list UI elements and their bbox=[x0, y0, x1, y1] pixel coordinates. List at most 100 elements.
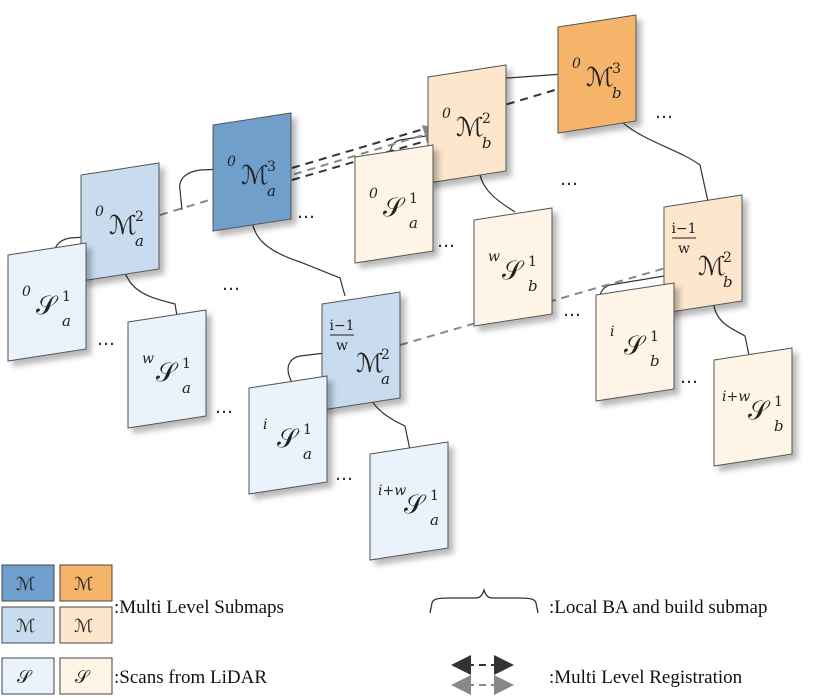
node-superscript: 2 bbox=[723, 250, 732, 266]
node-symbol: 𝒮 bbox=[624, 331, 647, 361]
node-card bbox=[248, 375, 328, 495]
node-symbol: ℳ bbox=[356, 349, 384, 379]
legend-registration-label: :Multi Level Registration bbox=[549, 667, 743, 688]
node-card bbox=[663, 194, 743, 314]
node-superscript: 1 bbox=[774, 394, 783, 410]
node-card bbox=[713, 347, 793, 467]
node-superscript: 2 bbox=[135, 209, 144, 225]
node-symbol: 𝒮 bbox=[383, 193, 406, 223]
node-card bbox=[557, 14, 637, 134]
node-superscript: 1 bbox=[409, 191, 418, 207]
ellipsis: … bbox=[680, 367, 700, 388]
node-subscript: b bbox=[723, 273, 733, 291]
node-subscript: b bbox=[650, 352, 660, 370]
node-superscript: 1 bbox=[303, 422, 312, 438]
legend-swatch-orange-light bbox=[59, 657, 113, 695]
legend-swatch-orange-dark bbox=[59, 564, 113, 602]
node-card bbox=[127, 309, 207, 429]
node-superscript: 1 bbox=[430, 488, 439, 504]
reg-arrow-a2-b2 bbox=[159, 125, 444, 216]
node-card bbox=[369, 441, 449, 561]
node-prefix-numerator: i−1 bbox=[671, 221, 696, 237]
node-symbol: ℳ bbox=[698, 252, 726, 282]
node-subscript: a bbox=[267, 182, 276, 200]
ellipsis: … bbox=[437, 231, 457, 252]
node-superscript: 1 bbox=[650, 329, 659, 345]
node-subscript: b bbox=[774, 417, 784, 435]
node-subscript: a bbox=[430, 511, 439, 529]
node-prefix: i+w bbox=[378, 483, 406, 499]
node-symbol: 𝒮 bbox=[277, 424, 300, 454]
legend-swatch-blue-dark bbox=[1, 564, 55, 602]
node-card bbox=[595, 282, 675, 402]
node-subscript: a bbox=[381, 370, 390, 388]
legend-submaps-label: :Multi Level Submaps bbox=[114, 597, 284, 618]
node-symbol: 𝒮 bbox=[156, 358, 179, 388]
node-symbol: ℳ bbox=[109, 211, 137, 241]
legend-s-symbol: 𝒮 bbox=[17, 667, 33, 688]
node-card bbox=[321, 291, 401, 411]
node-subscript: a bbox=[409, 214, 418, 232]
node-subscript: a bbox=[182, 379, 191, 397]
legend-m-symbol: ℳ bbox=[16, 574, 35, 595]
node-superscript: 3 bbox=[267, 159, 276, 175]
legend-scans-label: :Scans from LiDAR bbox=[114, 667, 267, 688]
legend-m-symbol: ℳ bbox=[74, 574, 93, 595]
node-prefix: 0 bbox=[572, 56, 581, 72]
legend-m-symbol: ℳ bbox=[74, 616, 93, 637]
node-card bbox=[473, 207, 553, 327]
node-card bbox=[354, 144, 434, 264]
node-prefix: i+w bbox=[722, 389, 750, 405]
ellipsis: … bbox=[222, 274, 242, 295]
node-card bbox=[7, 242, 87, 362]
legend-s-symbol: 𝒮 bbox=[75, 667, 91, 688]
node-prefix: i bbox=[263, 417, 267, 433]
node-subscript: b bbox=[482, 134, 492, 152]
ellipsis: … bbox=[97, 329, 117, 350]
ellipsis: … bbox=[297, 202, 317, 223]
node-prefix-denominator: w bbox=[678, 241, 690, 257]
node-symbol: 𝒮 bbox=[748, 396, 771, 426]
node-subscript: b bbox=[612, 84, 622, 102]
ellipsis: … bbox=[215, 397, 235, 418]
node-card bbox=[212, 112, 292, 232]
legend-brace-icon bbox=[429, 587, 539, 614]
ellipsis: … bbox=[655, 102, 675, 123]
node-prefix: i bbox=[610, 324, 614, 340]
node-prefix-numerator: i−1 bbox=[329, 318, 354, 334]
node-superscript: 2 bbox=[381, 347, 390, 363]
legend-swatch-orange-mid bbox=[59, 606, 113, 644]
node-prefix: 0 bbox=[227, 154, 236, 170]
node-prefix: 0 bbox=[442, 106, 451, 122]
ellipsis: … bbox=[560, 169, 580, 190]
node-superscript: 2 bbox=[482, 111, 491, 127]
legend: ℳ ℳ ℳ ℳ :Multi Level Submaps 𝒮 𝒮 :Scans … bbox=[1, 564, 767, 695]
node-superscript: 1 bbox=[62, 289, 71, 305]
legend-swatch-blue-mid bbox=[1, 606, 55, 644]
node-prefix: w bbox=[488, 249, 500, 265]
node-subscript: a bbox=[303, 445, 312, 463]
legend-m-symbol: ℳ bbox=[16, 616, 35, 637]
legend-swatch-blue-light bbox=[1, 657, 55, 695]
node-subscript: a bbox=[62, 312, 71, 330]
node-superscript: 1 bbox=[528, 254, 537, 270]
node-symbol: ℳ bbox=[586, 63, 614, 93]
node-symbol: 𝒮 bbox=[36, 291, 59, 321]
node-symbol: ℳ bbox=[241, 161, 269, 191]
ellipsis: … bbox=[563, 300, 583, 321]
node-bi2: i−1 wℳ2 b bbox=[663, 194, 743, 314]
